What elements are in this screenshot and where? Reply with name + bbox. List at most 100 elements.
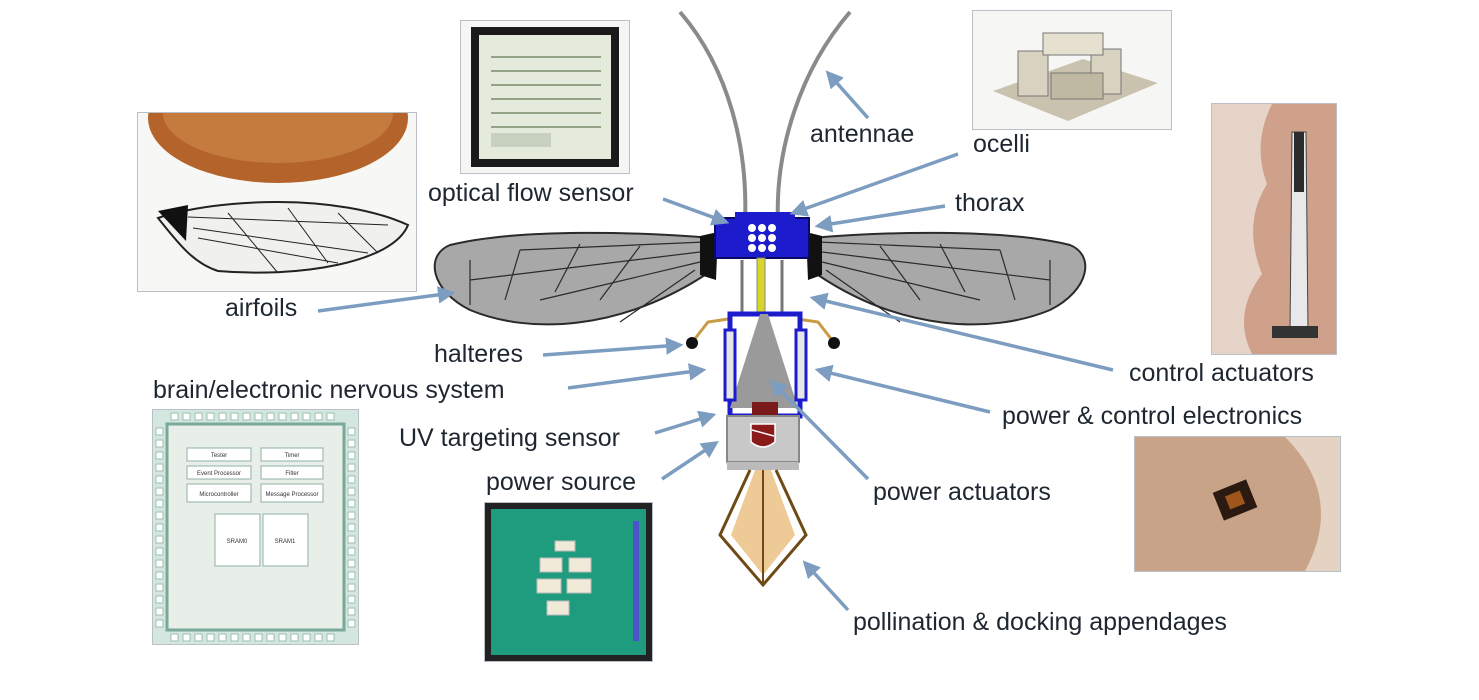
bond-pad (266, 412, 275, 421)
bond-pad (242, 412, 251, 421)
label-brain: brain/electronic nervous system (153, 376, 505, 404)
chip-block-label: Tester (211, 453, 227, 459)
bond-pad (302, 412, 311, 421)
bond-pad (155, 535, 164, 544)
label-pollination-docking: pollination & docking appendages (853, 608, 1227, 636)
ocelli-photo (972, 10, 1172, 130)
label-control-actuators: control actuators (1129, 359, 1314, 387)
bond-pad (230, 412, 239, 421)
bond-pad (326, 633, 335, 642)
arrow-icon (814, 204, 946, 233)
bond-pad (182, 412, 191, 421)
bond-pad (194, 412, 203, 421)
bond-pad (347, 595, 356, 604)
bond-pad (347, 487, 356, 496)
chip-block-label: Event Processor (197, 471, 241, 477)
bond-pad (347, 511, 356, 520)
bond-pad (347, 571, 356, 580)
brain-chip-svg: Tester Timer Event Processor Filter Micr… (153, 410, 358, 644)
optical-sensor-chip (460, 20, 630, 174)
bond-pad (347, 475, 356, 484)
arrow-icon (814, 364, 991, 414)
label-optical-flow-sensor: optical flow sensor (428, 179, 634, 207)
arrow-icon (654, 410, 717, 435)
power-source-chip (484, 502, 653, 662)
chip-block-label: Filter (285, 471, 298, 477)
bond-pad (155, 475, 164, 484)
bond-pad (290, 412, 299, 421)
left-antenna (678, 10, 748, 223)
bond-pad (242, 633, 251, 642)
bond-pad (155, 427, 164, 436)
label-uv-targeting-sensor: UV targeting sensor (399, 424, 620, 452)
chip-block-label: Timer (284, 453, 299, 459)
bond-pad (266, 633, 275, 642)
label-thorax: thorax (955, 189, 1025, 217)
bond-pad (314, 412, 323, 421)
label-halteres: halteres (434, 340, 523, 368)
bond-pad (230, 633, 239, 642)
control-actuator-stem (756, 257, 766, 319)
bond-pad (155, 559, 164, 568)
bond-pad (155, 487, 164, 496)
bond-pad (155, 619, 164, 628)
right-wing (806, 231, 1087, 326)
bond-pad (206, 412, 215, 421)
bond-pad (155, 451, 164, 460)
bond-pad (347, 547, 356, 556)
bond-pad (254, 633, 263, 642)
bond-pad (170, 633, 179, 642)
bond-pad (155, 511, 164, 520)
bond-pad (302, 633, 311, 642)
bond-pad (194, 633, 203, 642)
arrow-icon (769, 379, 870, 481)
label-antennae: antennae (810, 120, 915, 148)
arrow-icon (542, 337, 684, 357)
bond-pad (326, 412, 335, 421)
bond-pad (347, 463, 356, 472)
chip-block-label: Message Processor (265, 492, 318, 498)
arrow-icon (567, 363, 707, 390)
label-power-actuators: power actuators (873, 478, 1051, 506)
bond-pad (155, 595, 164, 604)
bond-pad (347, 619, 356, 628)
arrow-icon (802, 560, 850, 612)
chip-block-label: SRAM1 (275, 539, 296, 545)
pollination-appendage-drawing (718, 469, 808, 588)
arrows (317, 70, 1114, 612)
bond-pad (347, 523, 356, 532)
wing-photo (137, 112, 417, 292)
bond-pad (155, 547, 164, 556)
arrow-icon (809, 292, 1114, 372)
bond-pad (347, 607, 356, 616)
bond-pad (278, 412, 287, 421)
arrow-icon (825, 70, 870, 120)
right-antenna (775, 10, 852, 223)
bond-pad (278, 633, 287, 642)
bond-pad (155, 571, 164, 580)
brain-chip: Tester Timer Event Processor Filter Micr… (152, 409, 359, 645)
bond-pad (218, 633, 227, 642)
bond-pad (347, 499, 356, 508)
label-power-control-electronics: power & control electronics (1002, 402, 1303, 430)
arrow-icon (662, 197, 730, 226)
left-wing (433, 231, 718, 326)
bond-pad (218, 412, 227, 421)
bond-pad (155, 499, 164, 508)
thorax-block (714, 212, 810, 259)
arrow-icon (661, 441, 719, 481)
label-ocelli: ocelli (973, 130, 1030, 158)
chip-block-label: Microcontroller (199, 492, 238, 498)
arrow-icon (789, 152, 959, 217)
bond-pad (155, 463, 164, 472)
abdomen-frame (723, 311, 808, 419)
bond-pad (206, 633, 215, 642)
bond-pad (347, 583, 356, 592)
chip-block-label: SRAM0 (227, 539, 248, 545)
bond-pad (155, 523, 164, 532)
bond-pad (347, 535, 356, 544)
control-actuator-photo (1211, 103, 1337, 355)
bond-pad (314, 633, 323, 642)
